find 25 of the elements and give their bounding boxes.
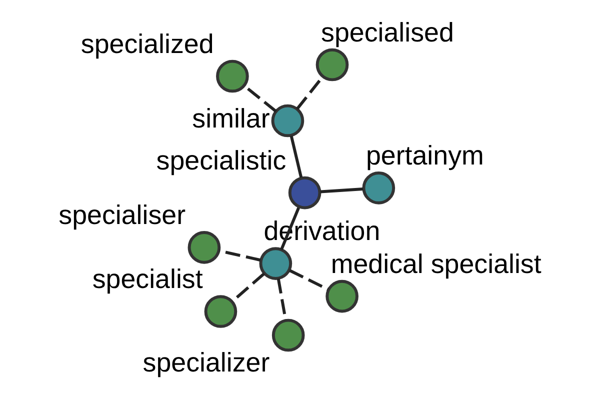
connector <box>219 249 261 262</box>
node-circle <box>204 295 238 328</box>
node-label: specialist <box>92 264 203 294</box>
node-circle <box>326 280 358 313</box>
node-label: similar <box>192 103 270 134</box>
node-circle <box>188 231 221 264</box>
node-label: specializer <box>142 348 270 378</box>
connector <box>289 269 329 291</box>
node-label: medical specialist <box>330 249 542 280</box>
node-label: specialiser <box>58 200 186 230</box>
node-circle <box>271 104 304 138</box>
connector <box>231 272 266 302</box>
node-circle <box>216 60 249 93</box>
node-circle <box>272 318 305 352</box>
node-circle <box>316 48 349 82</box>
node-circle <box>362 172 396 204</box>
node-circle <box>288 176 322 210</box>
connector <box>320 187 364 194</box>
connector <box>290 136 303 178</box>
node-label: specialistic <box>156 145 286 176</box>
node-circle <box>259 247 292 280</box>
node-label: pertainym <box>366 140 484 171</box>
connector <box>276 278 288 320</box>
node-label: specialised <box>321 17 454 48</box>
node-label: specialized <box>80 28 214 59</box>
